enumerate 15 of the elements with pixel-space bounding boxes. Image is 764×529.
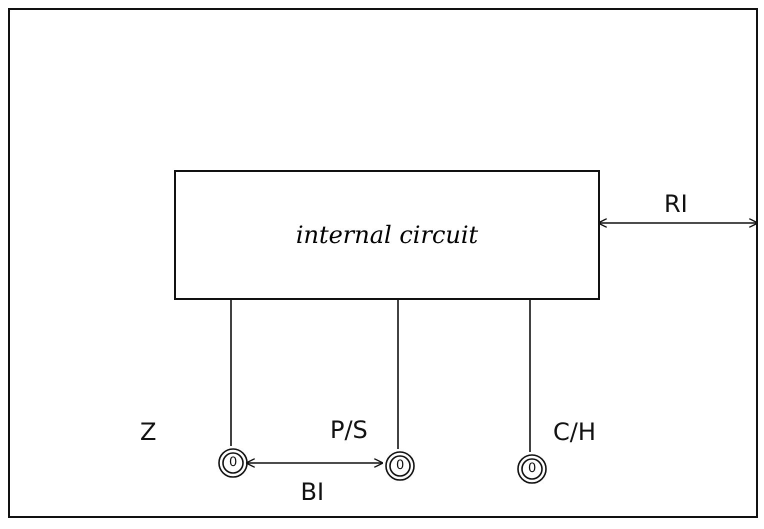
connection-line [397,298,399,449]
connection-line [529,298,531,452]
terminal-name: Z [140,420,156,444]
circuit-box: internal circuit [174,170,600,300]
terminal-name: P/S [330,418,368,442]
double-arrow [245,458,384,468]
connection-line [230,298,232,446]
terminal-symbol [517,454,547,484]
terminal-number: 0 [528,462,536,475]
terminal-symbol [385,451,415,481]
enclosure-box [8,8,758,518]
terminal-name: C/H [553,420,596,444]
terminal-number: 0 [396,459,404,472]
terminal-symbol [218,448,248,478]
terminal-number: 0 [229,456,238,469]
